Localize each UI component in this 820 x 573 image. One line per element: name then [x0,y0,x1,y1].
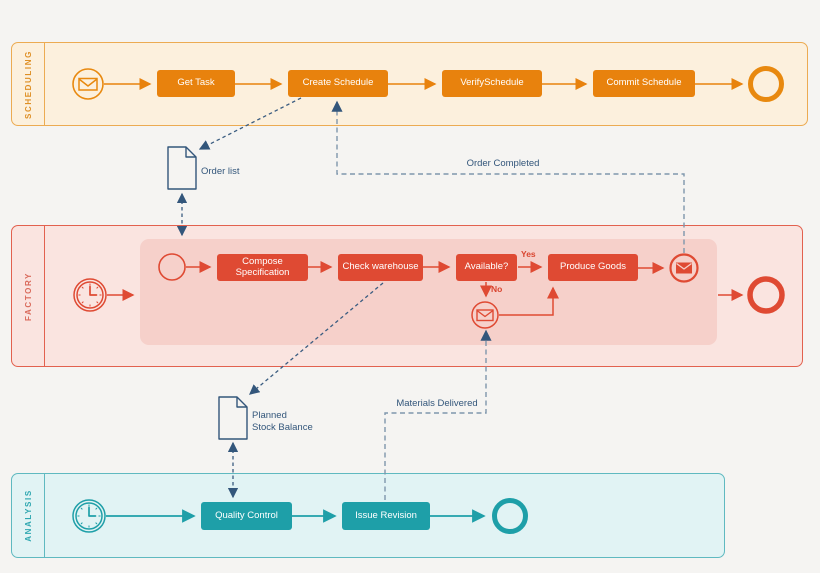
yes-branch-label: Yes [521,249,536,259]
task-check-warehouse: Check warehouse [338,254,423,281]
materials-delivered-label: Materials Delivered [396,398,478,409]
task-get-task: Get Task [157,70,235,97]
stock-balance-label: Planned Stock Balance [252,410,313,435]
swimlane-scheduling-label: SCHEDULING [23,49,33,119]
task-produce-goods: Produce Goods [548,254,638,281]
order-completed-label: Order Completed [466,158,540,169]
document-icon-stock-balance [218,396,248,440]
swimlane-scheduling-header: SCHEDULING [12,43,45,125]
stock-balance-label-line1: Planned [252,410,287,421]
task-available-decision: Available? [456,254,517,281]
document-icon-order-list [167,146,197,190]
no-branch-label: No [491,284,503,294]
stock-balance-label-line2: Stock Balance [252,422,313,434]
swimlane-factory-label: FACTORY [23,271,33,321]
swimlane-factory-header: FACTORY [12,226,45,366]
task-issue-revision: Issue Revision [342,502,430,530]
order-list-label: Order list [201,166,240,177]
task-create-schedule: Create Schedule [288,70,388,97]
swimlane-analysis-header: ANALYSIS [12,474,45,557]
task-verify-schedule: VerifySchedule [442,70,542,97]
swimlane-analysis-label: ANALYSIS [23,489,33,542]
task-compose-specification: Compose Specification [217,254,308,281]
task-commit-schedule: Commit Schedule [593,70,695,97]
task-quality-control: Quality Control [201,502,292,530]
